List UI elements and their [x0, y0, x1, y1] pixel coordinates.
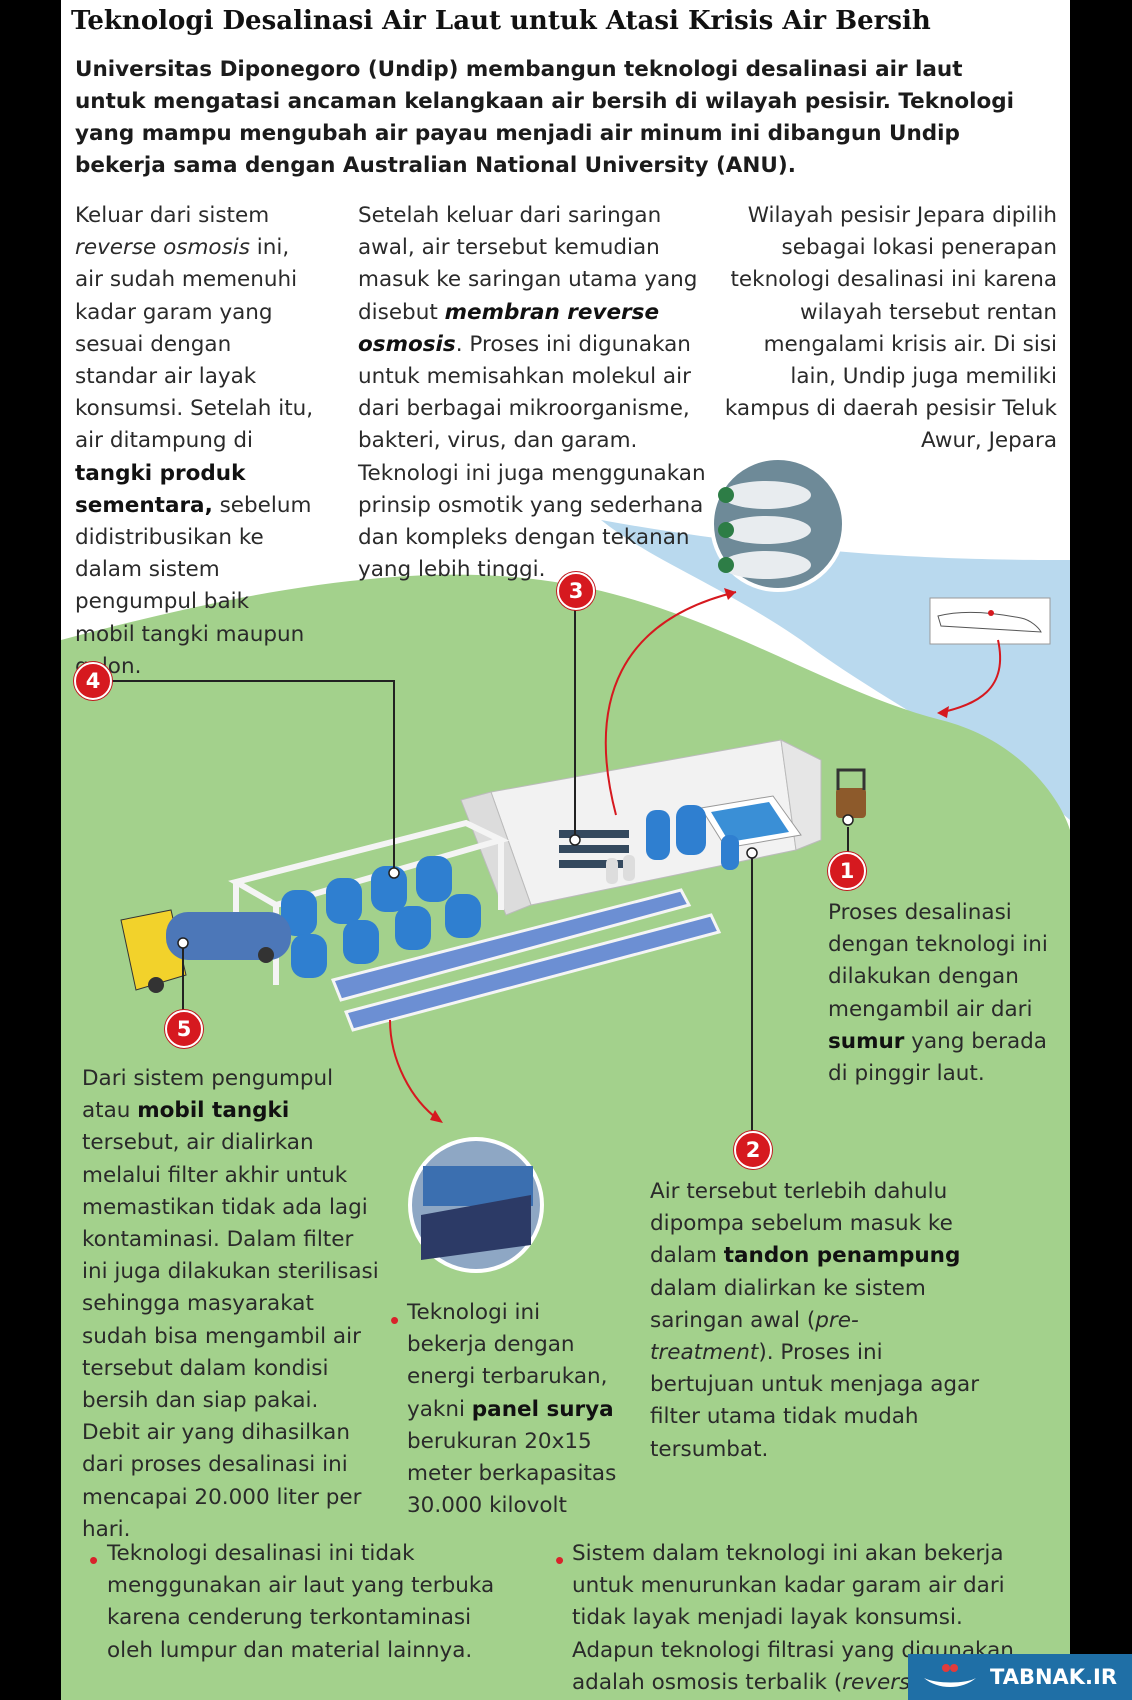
arrow-heads — [430, 588, 949, 1123]
step-badge-1: 1 — [828, 852, 866, 890]
step-badge-4: 4 — [74, 662, 112, 700]
step1-description: Proses desalinasi dengan teknologi ini d… — [828, 900, 1048, 1087]
infographic-panel: Teknologi Desalinasi Air Laut untuk Atas… — [61, 0, 1070, 1700]
product-storage-tanks — [281, 856, 481, 978]
solar-panel-note: Teknologi ini bekerja dengan energi terb… — [407, 1300, 617, 1519]
bullet-dot: • — [89, 1545, 99, 1575]
callout-dots — [177, 814, 854, 949]
red-arrows — [389, 591, 1002, 1121]
java-location-map — [929, 597, 1051, 645]
column-membran-ro: Setelah keluar dari saringan awal, air t… — [358, 203, 706, 583]
pretreatment-tanks — [646, 805, 739, 870]
bottom-note-ro-system: Sistem dalam teknologi ini akan bekerja … — [572, 1541, 1032, 1695]
step2-description: Air tersebut terlebih dahulu dipompa seb… — [650, 1179, 980, 1462]
lead-paragraph: Universitas Diponegoro (Undip) membangun… — [75, 57, 1015, 178]
tabnak-watermark: TABNAK.IR — [908, 1654, 1132, 1700]
infographic-title: Teknologi Desalinasi Air Laut untuk Atas… — [71, 6, 931, 36]
well — [836, 768, 866, 818]
ro-membrane-photo — [710, 456, 846, 592]
ro-membrane-rack — [559, 830, 635, 884]
column-tangki-produk: Keluar dari sistem reverse osmosis ini, … — [75, 203, 314, 679]
solar-site-photo — [408, 1137, 544, 1273]
step-badge-3: 3 — [557, 572, 595, 610]
step-badge-5: 5 — [165, 1010, 203, 1048]
reservoir-tank — [700, 795, 802, 849]
column-lokasi-jepara: Wilayah pesisir Jepara dipilih sebagai l… — [724, 203, 1057, 454]
sea-area — [601, 520, 1070, 820]
callout-lines — [109, 608, 849, 1133]
water-truck — [120, 909, 291, 993]
solar-panel-rows — [330, 888, 722, 1032]
land-area — [61, 574, 1070, 1700]
step-badge-2: 2 — [734, 1131, 772, 1169]
bullet-dot: • — [390, 1305, 400, 1335]
tabnak-logo-icon — [924, 1664, 976, 1687]
step5-description: Dari sistem pengumpul atau mobil tangki … — [82, 1066, 379, 1542]
bullet-dot: • — [555, 1545, 565, 1575]
watermark-label: TABNAK.IR — [990, 1665, 1118, 1689]
illustration-scene — [61, 456, 1070, 1700]
bottom-note-open-sea: Teknologi desalinasi ini tidak menggunak… — [107, 1541, 495, 1663]
